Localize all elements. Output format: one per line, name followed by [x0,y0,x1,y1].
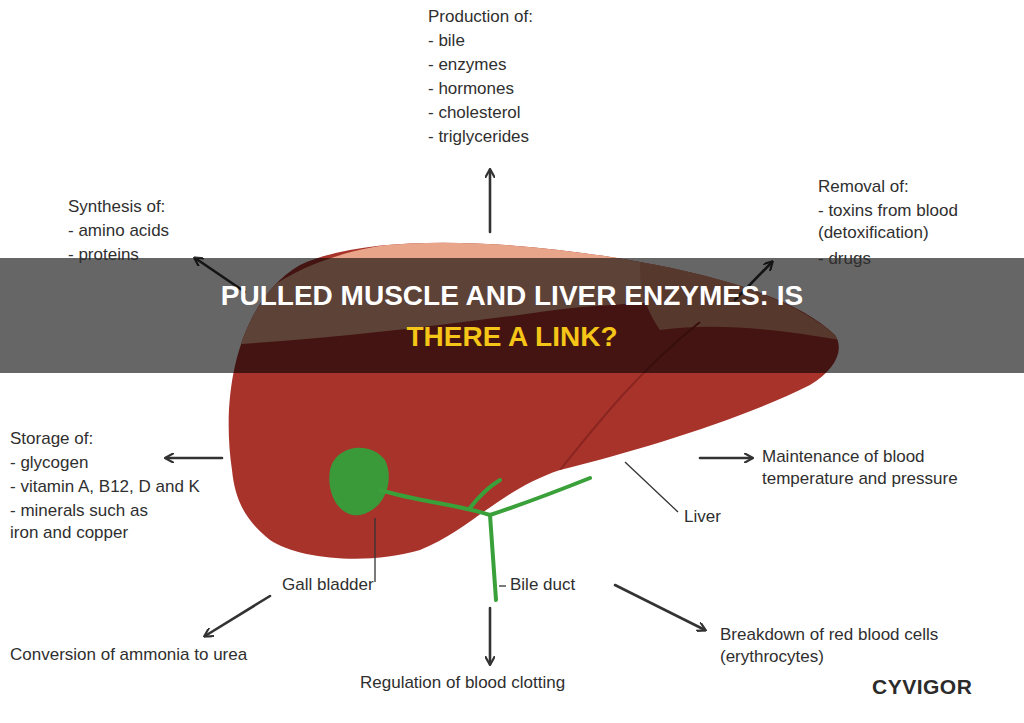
function-item: - drugs [818,248,871,270]
function-heading: Synthesis of: [68,196,165,218]
function-heading: Storage of: [10,428,93,450]
function-item: - hormones [428,78,514,100]
part-label: Gall bladder [282,574,374,596]
function-note: Conversion of ammonia to urea [10,644,247,666]
leader-lines [375,462,678,586]
function-item: - triglycerides [428,126,529,148]
function-item: - cholesterol [428,102,521,124]
function-item: - minerals such as iron and copper [10,500,160,544]
function-item: - amino acids [68,220,169,242]
function-item: - enzymes [428,54,506,76]
function-item: - vitamin A, B12, D and K [10,476,200,498]
function-item: - glycogen [10,452,88,474]
function-heading: Removal of: [818,176,909,198]
title-banner-text: PULLED MUSCLE AND LIVER ENZYMES: IS THER… [197,275,827,357]
gall-bladder [329,448,389,516]
bile-duct [380,478,590,600]
function-heading: Production of: [428,6,533,28]
function-item: - proteins [68,244,139,266]
watermark: CYVIGOR [872,676,972,698]
function-item: - toxins from blood (detoxification) [818,200,1008,244]
part-label: Bile duct [510,574,575,596]
title-band [0,258,1024,373]
function-note: Regulation of blood clotting [360,672,565,694]
function-arrows [166,170,772,664]
part-label: Liver [684,506,721,528]
function-note: Maintenance of blood temperature and pre… [762,446,977,490]
function-note: Breakdown of red blood cells (erythrocyt… [720,624,960,668]
function-item: - bile [428,30,465,52]
